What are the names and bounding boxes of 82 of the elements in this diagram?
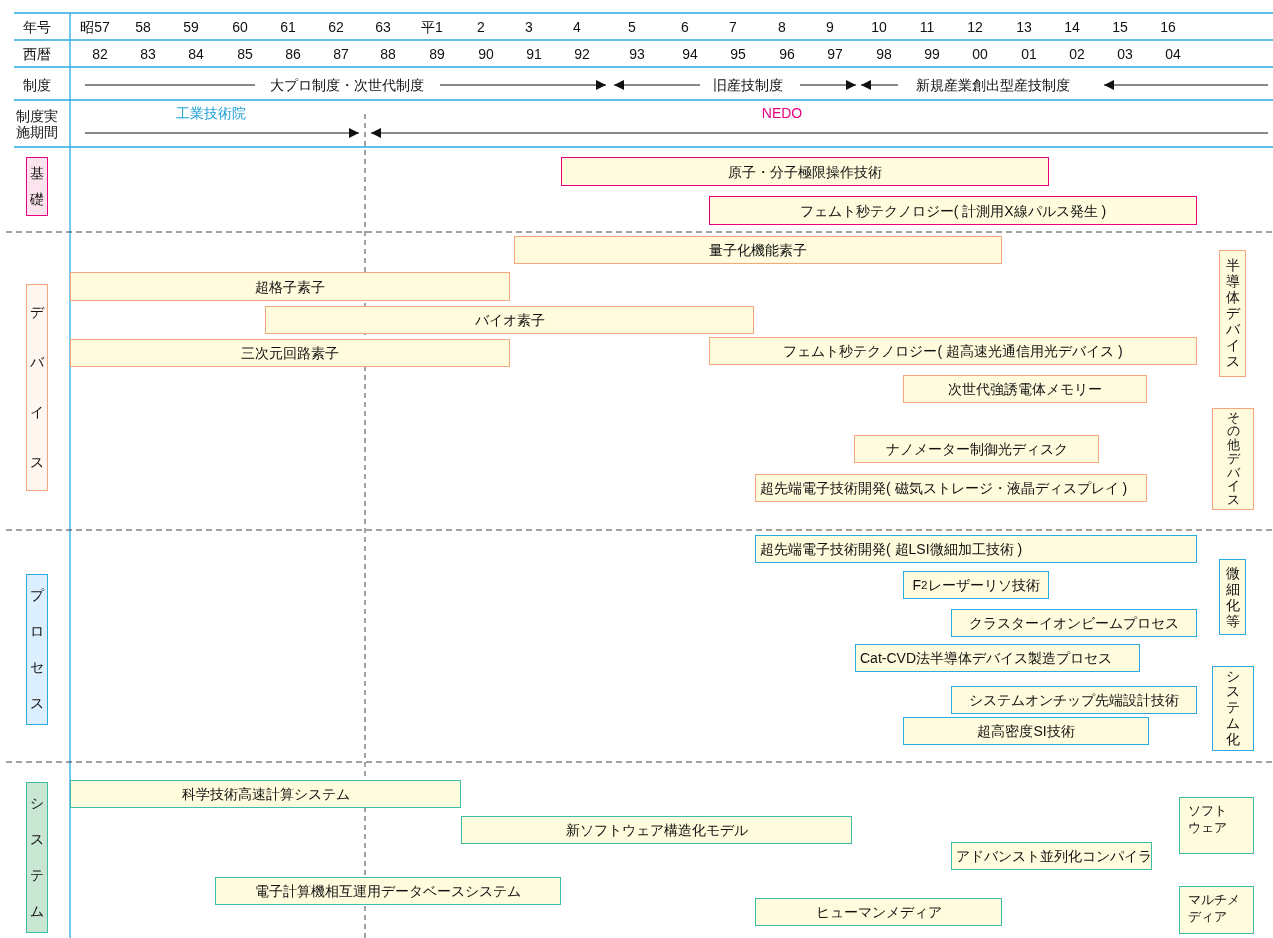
agency-label: 工業技術院 — [176, 105, 246, 121]
project-bar: 原子・分子極限操作技術 — [561, 157, 1049, 186]
year-label: 93 — [629, 46, 645, 62]
year-label: 10 — [871, 19, 887, 35]
year-label: 85 — [237, 46, 253, 62]
year-label: 7 — [729, 19, 737, 35]
year-label: 83 — [140, 46, 156, 62]
project-bar: クラスターイオンビームプロセス — [951, 609, 1197, 637]
project-bar: 超高密度SI技術 — [903, 717, 1149, 745]
row-heading: 制度 — [23, 77, 51, 93]
year-label: 6 — [681, 19, 689, 35]
year-label: 2 — [477, 19, 485, 35]
year-label: 03 — [1117, 46, 1133, 62]
year-label: 82 — [92, 46, 108, 62]
project-bar: アドバンスト並列化コンパイラ — [951, 842, 1152, 870]
year-label: 3 — [525, 19, 533, 35]
year-label: 11 — [919, 19, 935, 35]
year-label: 昭57 — [80, 19, 110, 35]
project-bar: 超先端電子技術開発( 磁気ストレージ・液晶ディスプレイ ) — [755, 474, 1147, 502]
project-bar: 超先端電子技術開発( 超LSI微細加工技術 ) — [755, 535, 1197, 563]
agency-label: NEDO — [761, 105, 803, 121]
year-label: 90 — [478, 46, 494, 62]
year-label: 99 — [924, 46, 940, 62]
project-bar: 次世代強誘電体メモリー — [903, 375, 1147, 403]
year-label: 01 — [1021, 46, 1037, 62]
category-tag: 基礎 — [26, 157, 48, 216]
subcategory-tag: マルチメディア — [1179, 886, 1254, 934]
category-tag: デバイス — [26, 284, 48, 491]
year-label: 62 — [328, 19, 344, 35]
year-label: 15 — [1112, 19, 1128, 35]
year-label: 02 — [1069, 46, 1085, 62]
year-label: 96 — [779, 46, 795, 62]
subcategory-tag: その他デバイス — [1212, 408, 1254, 510]
row-heading: 制度実施期間 — [15, 108, 59, 140]
year-label: 59 — [183, 19, 199, 35]
project-bar: フェムト秒テクノロジー( 計測用X線パルス発生 ) — [709, 196, 1197, 225]
project-bar: バイオ素子 — [265, 306, 754, 334]
year-label: 95 — [730, 46, 746, 62]
year-label: 60 — [232, 19, 248, 35]
subcategory-tag: 微細化等 — [1219, 559, 1246, 635]
year-label: 9 — [826, 19, 834, 35]
subcategory-tag: システム化 — [1212, 666, 1254, 751]
project-bar: 科学技術高速計算システム — [70, 780, 461, 808]
year-label: 04 — [1165, 46, 1181, 62]
category-tag: システム — [26, 782, 48, 933]
year-label: 94 — [682, 46, 698, 62]
year-label: 63 — [375, 19, 391, 35]
year-label: 58 — [135, 19, 151, 35]
year-label: 86 — [285, 46, 301, 62]
subcategory-tag: ソフトウェア — [1179, 797, 1254, 854]
year-label: 84 — [188, 46, 204, 62]
project-bar: フェムト秒テクノロジー( 超高速光通信用光デバイス ) — [709, 337, 1197, 365]
year-label: 91 — [526, 46, 542, 62]
year-label: 13 — [1016, 19, 1032, 35]
year-label: 14 — [1064, 19, 1080, 35]
year-label: 61 — [280, 19, 296, 35]
project-bar: 新ソフトウェア構造化モデル — [461, 816, 852, 844]
project-bar: ヒューマンメディア — [755, 898, 1002, 926]
project-bar: ナノメーター制御光ディスク — [854, 435, 1099, 463]
year-label: 平1 — [421, 19, 443, 35]
category-tag: プロセス — [26, 574, 48, 725]
year-label: 87 — [333, 46, 349, 62]
project-bar: Cat-CVD法半導体デバイス製造プロセス — [855, 644, 1140, 672]
year-label: 92 — [574, 46, 590, 62]
year-label: 98 — [876, 46, 892, 62]
year-label: 00 — [972, 46, 988, 62]
project-bar: 電子計算機相互運用データベースシステム — [215, 877, 561, 905]
subcategory-tag: 半導体デバイス — [1219, 250, 1246, 377]
year-label: 8 — [778, 19, 786, 35]
row-heading: 西暦 — [23, 46, 51, 62]
project-bar: 三次元回路素子 — [70, 339, 510, 367]
project-bar: 超格子素子 — [70, 272, 510, 301]
year-label: 16 — [1160, 19, 1176, 35]
project-bar: 量子化機能素子 — [514, 236, 1002, 264]
project-bar: システムオンチップ先端設計技術 — [951, 686, 1197, 714]
year-label: 97 — [827, 46, 843, 62]
year-label: 4 — [573, 19, 581, 35]
year-label: 89 — [429, 46, 445, 62]
year-label: 5 — [628, 19, 636, 35]
row-heading: 年号 — [23, 19, 51, 35]
year-label: 12 — [967, 19, 983, 35]
year-label: 88 — [380, 46, 396, 62]
